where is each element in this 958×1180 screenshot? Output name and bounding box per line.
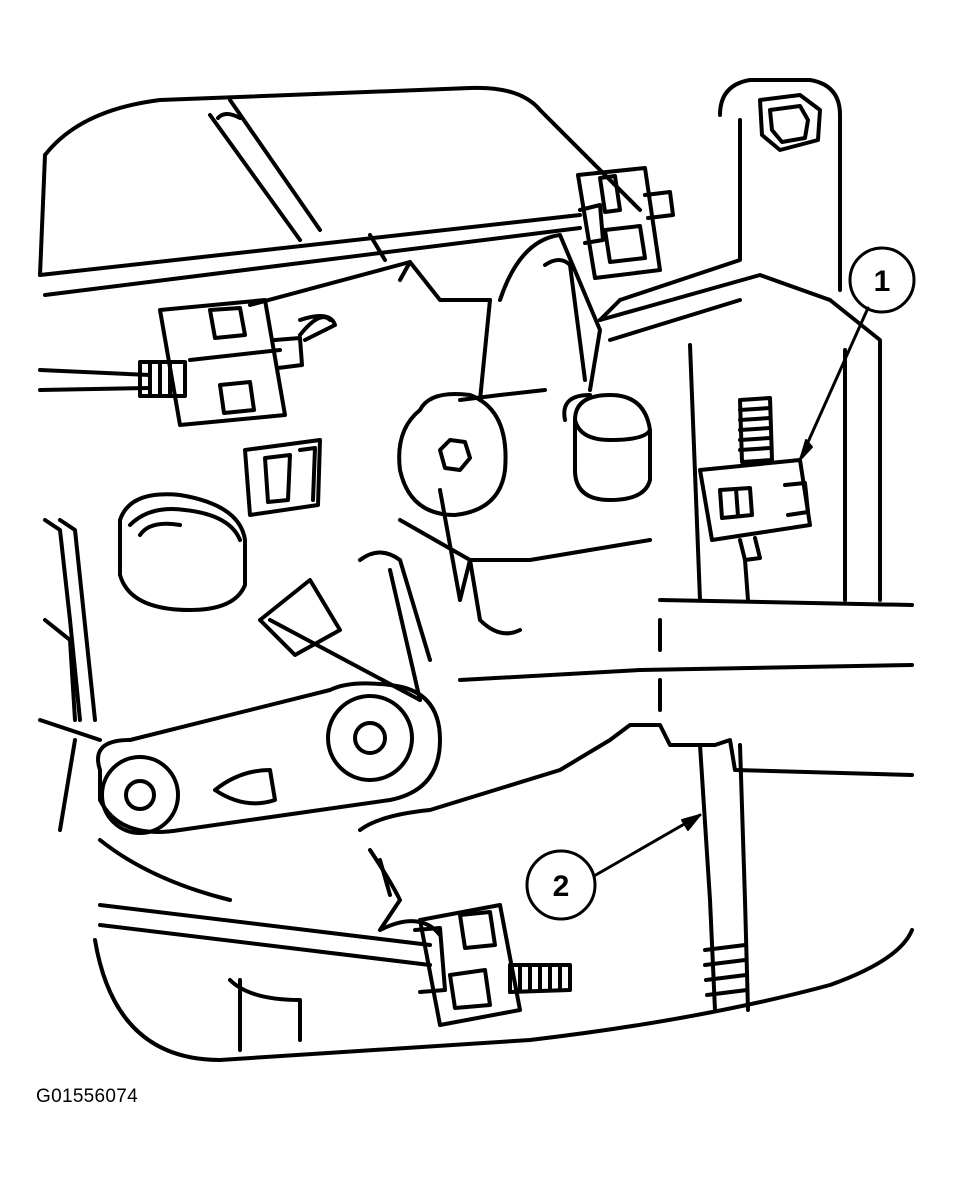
upper-panel	[208, 98, 387, 262]
center-bracket	[248, 260, 492, 337]
right-pivot-cylinder	[562, 393, 652, 502]
bottom-cover	[98, 838, 302, 1052]
upper-lever	[478, 233, 602, 402]
right-bracket	[598, 78, 914, 607]
release-cable	[698, 743, 750, 1012]
cable-retaining-clip	[698, 396, 812, 602]
lower-rod	[98, 903, 572, 994]
bottom-rod-clip	[368, 848, 522, 1027]
callout-2-label: 2	[553, 870, 570, 903]
callout-2: 2	[525, 813, 702, 921]
callout-1-label: 1	[874, 265, 891, 298]
upper-rod-clip	[576, 166, 675, 280]
left-pivot-cylinder	[118, 492, 247, 612]
housing-outline	[38, 85, 914, 1062]
lower-right-housing	[358, 618, 914, 832]
figure-code: G01556074	[36, 1086, 139, 1107]
lower-lever	[96, 681, 442, 835]
left-rod	[38, 360, 187, 398]
left-bracket	[38, 518, 102, 832]
pivot-bolt	[397, 388, 547, 517]
small-clip	[243, 438, 322, 517]
center-cable	[258, 488, 652, 702]
callout-1: 1	[798, 246, 916, 462]
upper-rod	[38, 213, 582, 297]
